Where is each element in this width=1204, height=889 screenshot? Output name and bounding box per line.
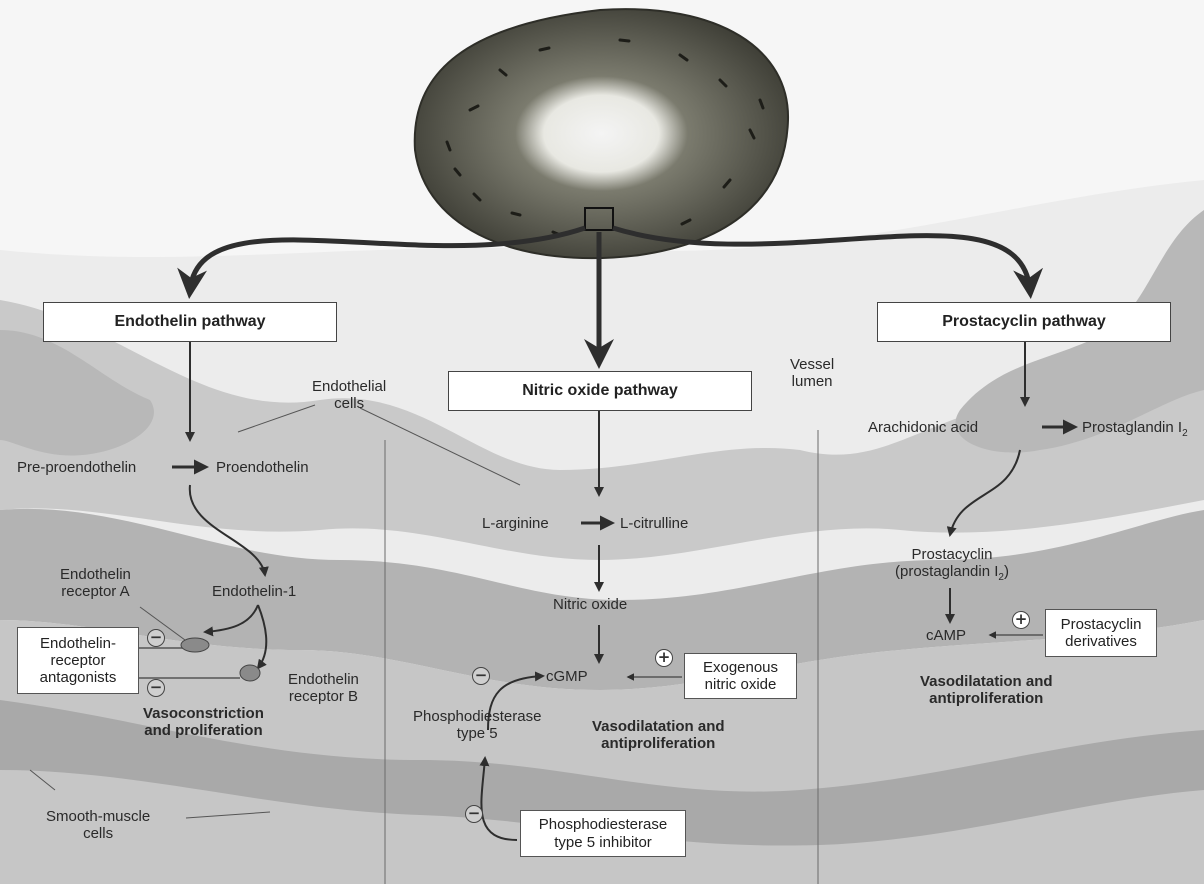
smooth-muscle-label: Smooth-muscle cells	[46, 808, 150, 843]
proendothelin-label: Proendothelin	[216, 459, 309, 476]
nitric-oxide-pathway-box: Nitric oxide pathway	[448, 371, 752, 411]
vessel-cross-section	[415, 9, 788, 258]
receptor-a-blob	[181, 638, 209, 652]
vessel-lumen-label: Vessel lumen	[790, 356, 834, 391]
minus-sign-receptor-a: −	[147, 629, 165, 647]
endothelin-1-label: Endothelin-1	[212, 583, 296, 600]
vasoconstriction-label: Vasoconstriction and proliferation	[143, 705, 264, 740]
receptor-a-label: Endothelin receptor A	[60, 566, 131, 601]
minus-sign-inhibitor: −	[465, 805, 483, 823]
endothelial-cells-label: Endothelial cells	[312, 378, 386, 413]
prostacyclin-label: Prostacyclin (prostaglandin I2)	[895, 546, 1009, 584]
endothelin-pathway-box: Endothelin pathway	[43, 302, 337, 342]
prostacyclin-derivatives-box: Prostacyclin derivatives	[1045, 609, 1157, 657]
cgmp-label: cGMP	[546, 668, 588, 685]
pde5-inhibitor-box: Phosphodiesterase type 5 inhibitor	[520, 810, 686, 857]
pde5-label: Phosphodiesterase type 5	[413, 708, 541, 743]
receptor-b-blob	[240, 665, 260, 681]
arachidonic-acid-label: Arachidonic acid	[868, 419, 978, 436]
exogenous-nitric-oxide-box: Exogenous nitric oxide	[684, 653, 797, 699]
pre-proendothelin-label: Pre-proendothelin	[17, 459, 136, 476]
receptor-b-label: Endothelin receptor B	[288, 671, 359, 706]
nitric-oxide-label: Nitric oxide	[553, 596, 627, 613]
prostaglandin-i2-label: Prostaglandin I2	[1082, 419, 1188, 440]
plus-sign-derivatives: +	[1012, 611, 1030, 629]
prostacyclin-pathway-box: Prostacyclin pathway	[877, 302, 1171, 342]
l-citrulline-label: L-citrulline	[620, 515, 688, 532]
vasodilatation-no-label: Vasodilatation and antiproliferation	[592, 718, 725, 753]
vasodilatation-pc-label: Vasodilatation and antiproliferation	[920, 673, 1053, 708]
camp-label: cAMP	[926, 627, 966, 644]
minus-sign-pde5: −	[472, 667, 490, 685]
endothelin-receptor-antagonists-box: Endothelin- receptor antagonists	[17, 627, 139, 694]
l-arginine-label: L-arginine	[482, 515, 549, 532]
minus-sign-receptor-b: −	[147, 679, 165, 697]
plus-sign-exogenous: +	[655, 649, 673, 667]
